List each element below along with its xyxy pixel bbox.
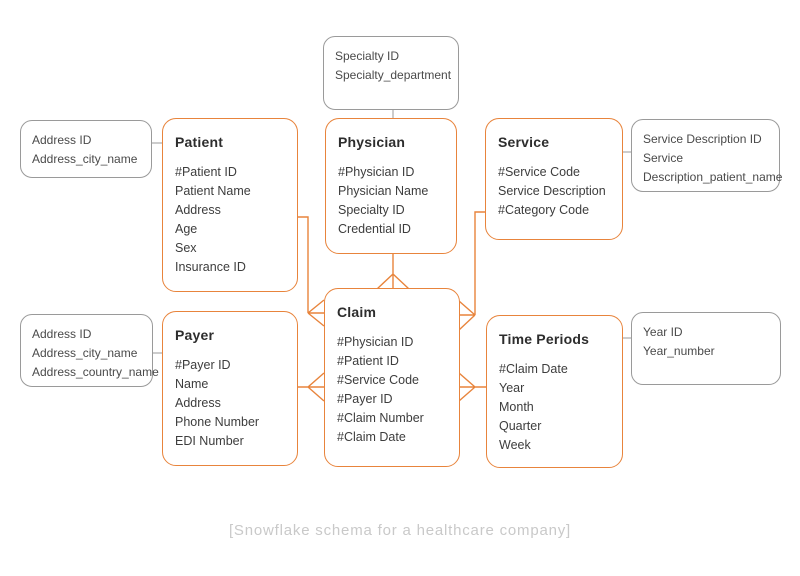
- dimension-payer-address-line: Address_country_name: [32, 365, 159, 379]
- entity-patient-field: Address: [175, 203, 221, 217]
- dimension-payer-address-line: Address_city_name: [32, 346, 138, 360]
- entity-time-periods: Time Periods #Claim Date Year Month Quar…: [486, 315, 623, 468]
- entity-patient-title: Patient: [175, 134, 224, 150]
- entity-payer-title: Payer: [175, 327, 215, 343]
- entity-payer-field: EDI Number: [175, 434, 244, 448]
- entity-time-periods-field: #Claim Date: [499, 362, 568, 376]
- dimension-specialty: Specialty ID Specialty_department: [323, 36, 459, 110]
- entity-patient-field: Insurance ID: [175, 260, 246, 274]
- entity-patient-field: Patient Name: [175, 184, 251, 198]
- entity-physician-title: Physician: [338, 134, 406, 150]
- entity-service-field: #Category Code: [498, 203, 590, 217]
- dimension-specialty-line: Specialty ID: [335, 49, 400, 63]
- patient-claim-relationship: [298, 216, 325, 327]
- dimension-service-description-line: Service Description ID: [643, 132, 762, 146]
- entity-time-periods-field: Month: [499, 400, 534, 414]
- payer-claim-relationship: [298, 372, 325, 402]
- entity-service-title: Service: [498, 134, 550, 150]
- dimension-year-line: Year ID: [643, 325, 683, 339]
- entity-claim-field: #Payer ID: [337, 392, 393, 406]
- dimension-year-line: Year_number: [643, 344, 715, 358]
- entity-patient-field: Sex: [175, 241, 197, 255]
- entity-service-field: #Service Code: [498, 165, 580, 179]
- entity-payer: Payer #Payer ID Name Address Phone Numbe…: [162, 311, 298, 466]
- entity-physician-field: #Physician ID: [338, 165, 415, 179]
- entity-time-periods-field: Week: [499, 438, 531, 452]
- entity-patient-field: Age: [175, 222, 198, 236]
- dimension-year: Year ID Year_number: [631, 312, 781, 385]
- entity-claim-title: Claim: [337, 304, 377, 320]
- entity-claim-field: #Physician ID: [337, 335, 414, 349]
- service-claim-relationship: [458, 211, 485, 331]
- entity-payer-field: Name: [175, 377, 209, 391]
- physician-claim-relationship: [376, 254, 410, 290]
- dimension-patient-address: Address ID Address_city_name: [20, 120, 152, 178]
- entity-payer-field: #Payer ID: [175, 358, 231, 372]
- entity-claim-field: #Service Code: [337, 373, 419, 387]
- diagram-caption: [Snowflake schema for a healthcare compa…: [228, 522, 572, 539]
- entity-service-field: Service Description: [498, 184, 606, 198]
- entity-claim-field: #Patient ID: [337, 354, 399, 368]
- dimension-specialty-line: Specialty_department: [335, 68, 452, 82]
- dimension-service-description-line: Service: [643, 151, 684, 165]
- dimension-patient-address-line: Address_city_name: [32, 152, 138, 166]
- entity-service: Service #Service Code Service Descriptio…: [485, 118, 623, 240]
- entity-payer-field: Address: [175, 396, 221, 410]
- dimension-connectors: [152, 110, 632, 354]
- timeperiods-claim-relationship: [458, 372, 486, 402]
- dimension-patient-address-line: Address ID: [32, 133, 92, 147]
- entity-physician-field: Credential ID: [338, 222, 411, 236]
- dimension-service-description: Service Description ID Service Descripti…: [631, 119, 783, 192]
- dimension-payer-address: Address ID Address_city_name Address_cou…: [20, 314, 159, 387]
- dimension-payer-address-line: Address ID: [32, 327, 92, 341]
- entity-physician: Physician #Physician ID Physician Name S…: [325, 118, 457, 254]
- dimension-service-description-line: Description_patient_name: [643, 170, 783, 184]
- entity-time-periods-title: Time Periods: [499, 331, 590, 347]
- entity-patient: Patient #Patient ID Patient Name Address…: [162, 118, 298, 292]
- relationship-connectors: [298, 211, 486, 402]
- entity-physician-field: Specialty ID: [338, 203, 405, 217]
- entity-time-periods-field: Quarter: [499, 419, 542, 433]
- entity-time-periods-field: Year: [499, 381, 525, 395]
- entity-claim-field: #Claim Number: [337, 411, 424, 425]
- entity-physician-field: Physician Name: [338, 184, 429, 198]
- entity-payer-field: Phone Number: [175, 415, 260, 429]
- entity-patient-field: #Patient ID: [175, 165, 237, 179]
- entity-claim: Claim #Physician ID #Patient ID #Service…: [324, 288, 460, 467]
- entity-claim-field: #Claim Date: [337, 430, 406, 444]
